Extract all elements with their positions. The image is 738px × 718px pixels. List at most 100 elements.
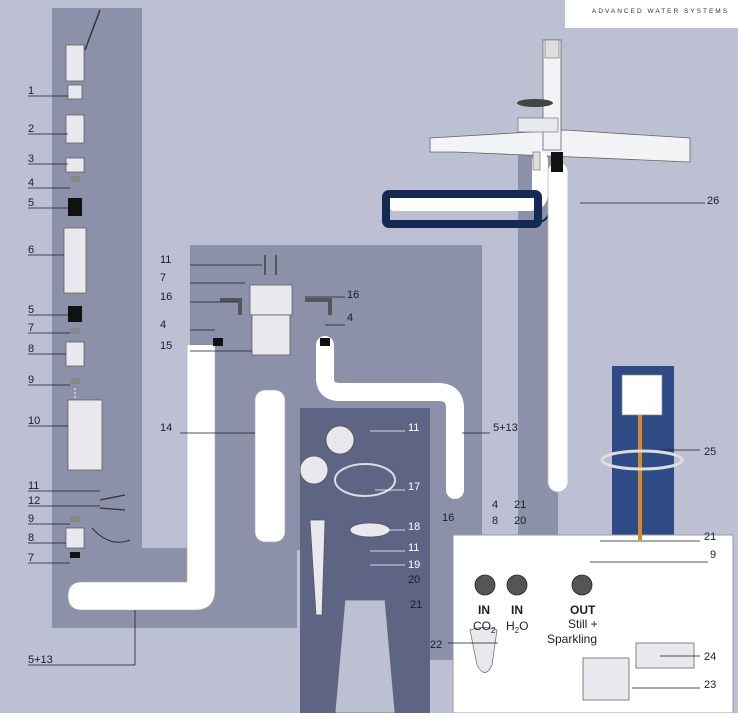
callout-7b: 7 <box>28 552 34 564</box>
callout-20-left: 20 <box>408 574 420 586</box>
power-outlet-icon <box>621 374 663 416</box>
connector-icon-2 <box>65 527 85 549</box>
out-port-line1: Still + <box>568 617 598 631</box>
vent-grille-icon <box>635 642 695 669</box>
callout-19: 19 <box>408 559 420 571</box>
clip-icon <box>70 176 80 182</box>
water-port-sub: H2O <box>506 619 528 635</box>
water-filter-icon <box>469 627 498 673</box>
callout-20-unit: 20 <box>514 515 526 527</box>
callout-1: 1 <box>28 85 34 97</box>
pump-assembly <box>213 255 332 356</box>
wrench-icon <box>309 519 326 616</box>
callout-26: 26 <box>707 195 719 207</box>
ball-valve-icon <box>65 44 85 82</box>
tap-top-icon <box>544 39 560 59</box>
power-cord-icon <box>600 449 684 471</box>
vent-grille-icon-2 <box>582 657 630 701</box>
callout-21-left: 21 <box>410 599 422 611</box>
connector-icon <box>65 341 85 367</box>
callout-11: 11 <box>28 480 39 492</box>
seal-icon <box>349 522 391 538</box>
callout-3: 3 <box>28 153 34 165</box>
unit-ports <box>469 574 695 701</box>
callout-15: 15 <box>160 340 172 352</box>
filter-cartridge-icon <box>254 389 286 543</box>
callout-8b: 8 <box>28 532 34 544</box>
callout-7-pump: 7 <box>160 272 166 284</box>
unit-callouts: 5+13 4 21 16 8 20 21 9 25 26 22 24 23 <box>430 195 719 691</box>
callout-23: 23 <box>704 679 716 691</box>
callout-21-right: 21 <box>704 531 716 543</box>
reducer-icon <box>65 157 85 173</box>
callout-21-unit: 21 <box>514 499 526 511</box>
center-callouts: 14 11 17 18 11 19 20 21 <box>160 422 422 611</box>
callout-25: 25 <box>704 446 716 458</box>
callout-11-c: 11 <box>408 422 419 434</box>
callout-5-13-center: 5+13 <box>493 422 518 434</box>
callout-6: 6 <box>28 244 34 256</box>
out-port-title: OUT <box>570 603 596 617</box>
tube-piece-black-icon <box>68 198 82 216</box>
callout-4-unit: 4 <box>492 499 498 511</box>
co2-port-title: IN <box>478 603 490 617</box>
pressure-reducer-icon <box>63 227 87 294</box>
co2-bottle-icon <box>334 599 396 714</box>
elbow-left-icon <box>220 298 242 315</box>
left-fittings <box>63 9 131 558</box>
callout-12: 12 <box>28 495 40 507</box>
clip-icon-5 <box>70 552 80 558</box>
co2-port-sub: CO2 <box>473 619 496 635</box>
gauge-icon <box>325 425 355 455</box>
callout-5-13-left: 5+13 <box>28 654 53 666</box>
co2-inlet-icon <box>474 574 496 596</box>
callout-11-d: 11 <box>408 542 419 554</box>
callout-4-pump-left: 4 <box>160 319 166 331</box>
tube-piece-black-icon-2 <box>68 306 82 322</box>
tube-end-icon <box>213 338 223 346</box>
pump-body-icon <box>251 314 291 356</box>
left-tube-u <box>67 345 216 611</box>
callout-4: 4 <box>28 177 34 189</box>
callout-8-unit: 8 <box>492 515 498 527</box>
pump-head-icon <box>249 284 293 316</box>
center-tube <box>316 336 464 499</box>
tube-end-black <box>551 152 563 172</box>
outlet-icon <box>571 574 593 596</box>
callout-22: 22 <box>430 639 442 651</box>
out-port-line2: Sparkling <box>547 632 597 646</box>
tube-26-outline <box>382 190 542 228</box>
water-inlet-icon <box>506 574 528 596</box>
callout-16-unit: 16 <box>442 512 454 524</box>
callout-9: 9 <box>28 374 34 386</box>
callout-5: 5 <box>28 197 34 209</box>
riser-tube <box>547 161 569 493</box>
nut-icon <box>67 84 83 100</box>
callout-16-pump-right: 16 <box>347 289 359 301</box>
brand-logo-text: ADVANCED WATER SYSTEMS <box>592 8 729 15</box>
callout-10: 10 <box>28 415 40 427</box>
gas-hose-icon <box>334 463 396 497</box>
drip-tray-grid-icon <box>517 99 553 107</box>
callout-9b: 9 <box>28 513 34 525</box>
elbow-right-icon <box>305 298 332 315</box>
clip-icon-4 <box>70 516 80 522</box>
clip-icon-2 <box>70 328 80 334</box>
callout-5b: 5 <box>28 304 34 316</box>
callout-lines <box>28 95 708 689</box>
adapter-icon <box>65 114 85 144</box>
tube-end-icon-2 <box>320 338 330 346</box>
callout-16-pump-left: 16 <box>160 291 172 303</box>
co2-parts <box>299 425 396 714</box>
callout-11-pump: 11 <box>160 254 171 266</box>
tap-base-icon <box>517 117 559 133</box>
callout-24: 24 <box>704 651 716 663</box>
pump-callouts: 11 7 16 16 4 4 15 <box>160 254 359 352</box>
callout-9-right: 9 <box>710 549 716 561</box>
callout-4-pump-right: 4 <box>347 312 353 324</box>
water-port-title: IN <box>511 603 523 617</box>
clip-icon-3 <box>70 378 80 384</box>
gauge-icon-2 <box>299 455 329 485</box>
